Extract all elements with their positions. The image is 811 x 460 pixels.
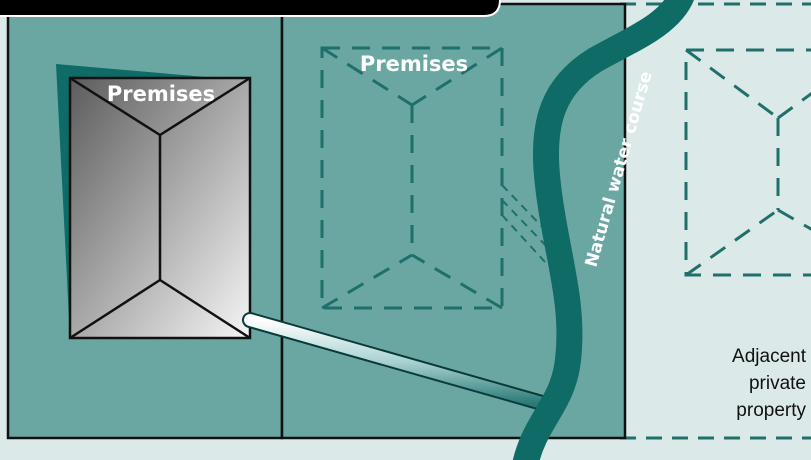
adjacent-property-boundary (620, 2, 811, 440)
dashed-premises-outline (320, 46, 504, 310)
adjacent-label-line1: Adjacent (732, 346, 807, 367)
water-course (512, 0, 694, 460)
adjacent-property-area (610, 0, 811, 460)
adjacent-dashed-house (684, 48, 811, 277)
banner-edge (0, 0, 501, 17)
stormwater-pipe-fill (244, 314, 548, 409)
top-banner (0, 0, 500, 16)
adjacent-label-line3: property (736, 400, 806, 421)
premises-label-dashed: Premises (360, 52, 468, 76)
adjacent-label-line2: private (749, 373, 806, 394)
premises-label-main: Premises (107, 82, 215, 106)
premises-building (68, 76, 252, 340)
